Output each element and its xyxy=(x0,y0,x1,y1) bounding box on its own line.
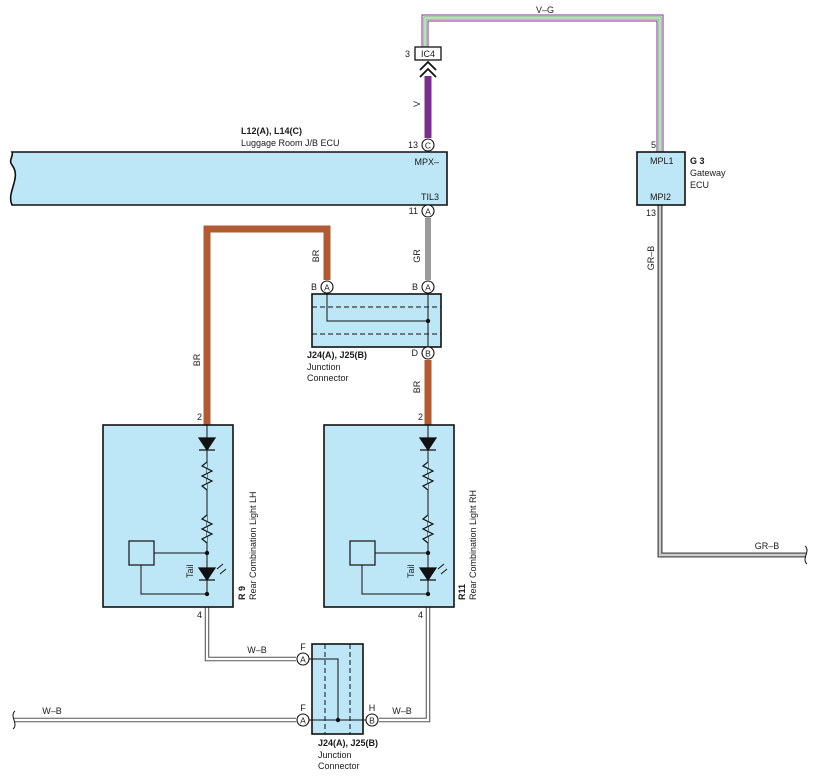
junction-bottom-name-line1: Junction xyxy=(318,750,352,760)
svg-text:B: B xyxy=(311,282,317,292)
rh-tail-label: Tail xyxy=(406,564,416,578)
ic4-connector: IC4 3 xyxy=(405,46,442,78)
svg-text:D: D xyxy=(412,348,419,358)
wire-label-gr-b-right: GR–B xyxy=(755,541,780,551)
wire-cut-end-right xyxy=(804,545,808,565)
wire-gr-b xyxy=(657,205,806,558)
junction-top-name-line1: Junction xyxy=(307,362,341,372)
wire-v-g xyxy=(421,14,664,152)
luggage-room-ecu: L12(A), L14(C) Luggage Room J/B ECU MPX–… xyxy=(9,126,448,218)
svg-text:B: B xyxy=(412,282,418,292)
rh-pin-top: 2 xyxy=(418,412,423,422)
ic4-chevron-icon xyxy=(419,60,437,78)
wire-label-gr-b-vertical: GR–B xyxy=(646,246,656,271)
rh-led-icon xyxy=(418,567,438,582)
ecu-pin-a xyxy=(421,204,435,218)
junction-connector-top: A B A B B D J24(A), J25(B) Junction Conn… xyxy=(307,280,442,383)
junction-bottom-pin-h xyxy=(365,713,379,727)
lh-led-icon xyxy=(197,567,217,582)
svg-text:F: F xyxy=(300,703,306,713)
rh-ic-block xyxy=(349,540,376,566)
gateway-ecu: MPL1 MPI2 5 13 G 3 Gateway ECU xyxy=(636,140,726,218)
svg-text:F: F xyxy=(300,642,306,652)
gateway-pin-mpi2-number: 13 xyxy=(646,208,656,218)
junction-bottom-pin-f2 xyxy=(296,713,310,727)
wire-label-br-top: BR xyxy=(311,249,321,262)
rh-resistor-2-icon xyxy=(421,514,435,544)
lh-resistor-1-icon xyxy=(200,461,214,491)
rear-combination-light-rh: Tail R11 Rear Combination Light RH 2 4 xyxy=(323,412,478,620)
gateway-id: G 3 xyxy=(690,156,705,166)
ic4-label: IC4 xyxy=(421,49,435,59)
svg-text:A: A xyxy=(425,283,431,293)
ic4-pin-number: 3 xyxy=(405,49,410,59)
lh-resistor-2-icon xyxy=(200,514,214,544)
junction-top-pin-b-right xyxy=(421,280,435,294)
junction-top-connectors: J24(A), J25(B) xyxy=(307,350,367,360)
svg-text:C: C xyxy=(425,141,431,151)
wire-w-b-lh xyxy=(204,607,296,662)
svg-text:B: B xyxy=(425,349,431,359)
rh-name: Rear Combination Light RH xyxy=(468,490,478,600)
wire-w-b-rh xyxy=(379,607,431,723)
junction-top-name-line2: Connector xyxy=(307,373,349,383)
wire-cut-end-left xyxy=(12,710,16,730)
lh-tail-label: Tail xyxy=(185,564,195,578)
lh-pin-bottom: 4 xyxy=(197,610,202,620)
gateway-name-line1: Gateway xyxy=(690,168,726,178)
wire-label-v-g: V–G xyxy=(536,5,554,15)
rh-pin-bottom: 4 xyxy=(418,610,423,620)
svg-text:A: A xyxy=(425,207,431,217)
rear-combination-light-lh: Tail R 9 Rear Combination Light LH 2 4 xyxy=(102,412,258,620)
lh-id: R 9 xyxy=(237,586,247,600)
gateway-pin-mpi2: MPI2 xyxy=(650,192,671,202)
wire-br-left xyxy=(203,225,331,425)
wire-label-w-b-right: W–B xyxy=(392,706,412,716)
ecu-pin-a-number: 11 xyxy=(409,206,418,216)
svg-text:A: A xyxy=(300,716,306,726)
ecu-pin-c xyxy=(421,138,435,152)
rh-diode-icon xyxy=(418,437,438,452)
svg-text:A: A xyxy=(324,283,330,293)
junction-top-pin-b-left xyxy=(320,280,334,294)
wire-label-gr: GR xyxy=(412,249,422,263)
wire-label-br-right: BR xyxy=(412,380,422,393)
ecu-name: Luggage Room J/B ECU xyxy=(241,138,340,148)
lh-name: Rear Combination Light LH xyxy=(248,491,258,600)
lh-diode-icon xyxy=(197,437,217,452)
svg-text:B: B xyxy=(369,716,375,726)
svg-text:A: A xyxy=(300,655,306,665)
junction-bottom-name-line2: Connector xyxy=(318,761,360,771)
ecu-pin-mpx: MPX– xyxy=(414,157,439,167)
rh-id: R11 xyxy=(457,584,467,600)
wire-label-v: V xyxy=(412,101,422,107)
gateway-pin-mpl1: MPL1 xyxy=(650,156,674,166)
wire-label-w-b-mid: W–B xyxy=(247,645,267,655)
lh-ic-block xyxy=(128,540,155,566)
ecu-connectors-label: L12(A), L14(C) xyxy=(241,126,302,136)
ecu-pin-til3: TIL3 xyxy=(421,192,439,202)
rh-resistor-1-icon xyxy=(421,461,435,491)
junction-bottom-pin-f1 xyxy=(296,652,310,666)
wire-label-br-left: BR xyxy=(192,353,202,366)
wire-label-w-b-left: W–B xyxy=(42,706,62,716)
svg-text:H: H xyxy=(369,703,376,713)
junction-connector-bottom: A F A F B H J24(A), J25(B) Junction Conn… xyxy=(296,642,379,771)
lh-pin-top: 2 xyxy=(197,412,202,422)
junction-bottom-connectors: J24(A), J25(B) xyxy=(318,738,378,748)
ecu-pin-c-number: 13 xyxy=(408,140,418,150)
junction-top-pin-d xyxy=(421,346,435,360)
gateway-name-line2: ECU xyxy=(690,180,709,190)
gateway-pin-mpl1-number: 5 xyxy=(651,140,656,150)
